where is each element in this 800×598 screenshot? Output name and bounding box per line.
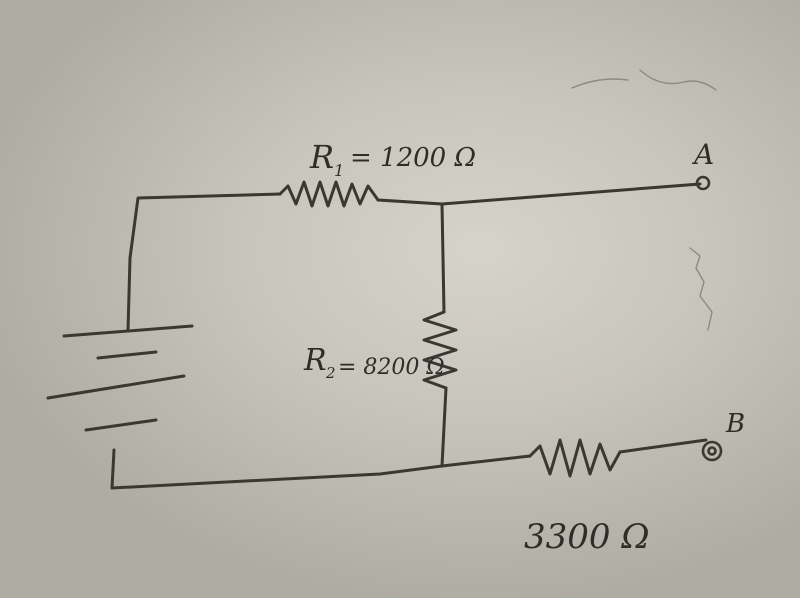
r1-symbol: R: [309, 138, 334, 176]
terminal-b-node-inner: [707, 446, 717, 456]
faint-wire-trace: [689, 247, 713, 331]
left-wire: [126, 192, 282, 332]
resistor-r1: [278, 180, 380, 208]
resistor-r3: [528, 438, 622, 478]
bottom-wire: [110, 448, 444, 490]
r1-value: = 1200 Ω: [350, 143, 476, 173]
battery-plate-4: [84, 418, 158, 432]
terminal-b-wire: [618, 438, 708, 454]
terminal-b-label: B: [725, 409, 745, 439]
bottom-right-wire: [440, 454, 532, 468]
terminal-a-label: A: [691, 138, 714, 171]
middle-wire-lower: [440, 386, 448, 468]
middle-wire-upper: [440, 202, 446, 314]
battery-plate-3: [46, 374, 186, 400]
r2-symbol: R: [303, 343, 327, 378]
r1-subscript: 1: [334, 161, 344, 180]
faint-scribble: [571, 69, 717, 91]
resistor-r2: [422, 310, 458, 390]
r2-subscript: 2: [325, 364, 336, 382]
terminal-b-node: [701, 440, 723, 462]
battery-plate-1: [62, 324, 194, 338]
r3-value: 3300 Ω: [524, 517, 650, 557]
top-wire: [376, 182, 702, 206]
r2-value: = 8200 Ω: [338, 355, 445, 380]
battery-plate-2: [96, 350, 158, 360]
terminal-a-node: [695, 175, 711, 191]
